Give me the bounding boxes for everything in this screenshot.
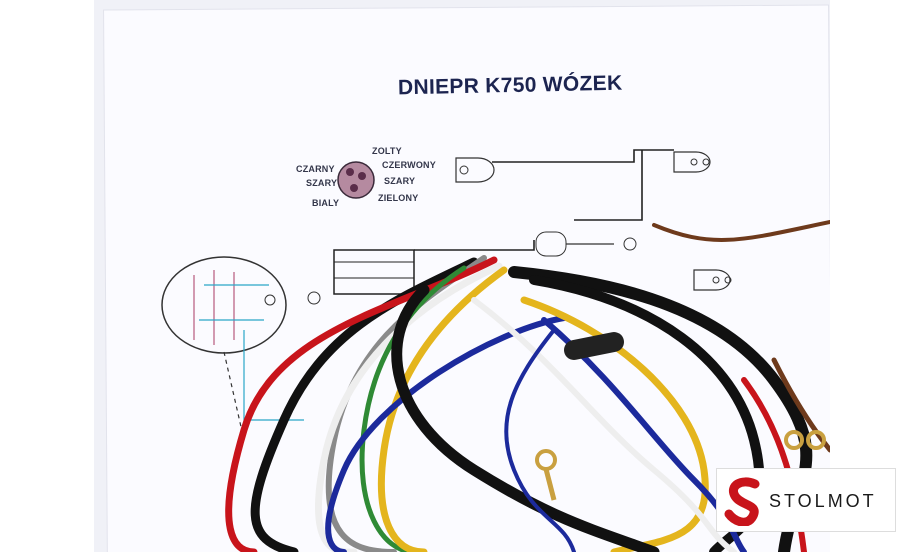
ring-terminal <box>535 449 557 471</box>
label-zielony: ZIELONY <box>378 193 419 203</box>
label-bialy: BIALY <box>312 198 340 208</box>
diagram-title: DNIEPR K750 WÓZEK <box>397 71 623 100</box>
stolmot-s-logo-icon <box>724 477 760 526</box>
tail-lamp <box>673 151 711 173</box>
photo: DNIEPR K750 WÓZEK ZOLTY CZERWONY CZARNY … <box>94 0 830 552</box>
label-szary-right: SZARY <box>384 176 416 186</box>
label-szary-left: SZARY <box>306 178 338 188</box>
label-czarny: CZARNY <box>296 164 335 174</box>
headlamp <box>161 256 287 354</box>
wiring-harness-cables <box>225 220 830 552</box>
connector-block <box>337 161 375 199</box>
watermark-logo: STOLMOT <box>716 468 896 532</box>
ring-terminal <box>784 430 804 450</box>
label-czerwony: CZERWONY <box>382 160 436 170</box>
ring-terminal <box>806 430 826 450</box>
wiring-diagram-drawing <box>161 149 830 552</box>
label-zolty: ZOLTY <box>372 146 402 156</box>
sidecar-lamp <box>455 157 495 183</box>
brand-name: STOLMOT <box>769 491 877 511</box>
